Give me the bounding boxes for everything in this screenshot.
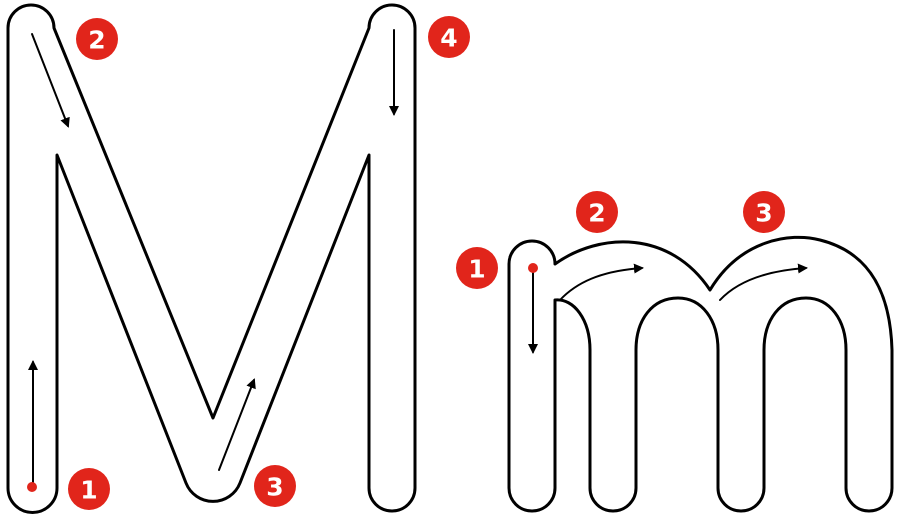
step-number: 3 — [755, 199, 772, 228]
lowercase-m-start-dot — [528, 263, 538, 273]
step-number: 2 — [88, 26, 105, 55]
uppercase-m: 1 2 3 4 — [6, 3, 470, 514]
uppercase-m-stroke2-arrow — [31, 33, 70, 128]
uppercase-m-start-dot — [27, 482, 37, 492]
uppercase-m-step-badge: 3 — [254, 465, 296, 507]
lowercase-m-step-badge: 1 — [456, 247, 498, 289]
lowercase-m-step-badge: 2 — [576, 191, 618, 233]
lowercase-m-stroke2-arrow — [559, 263, 644, 301]
step-number: 4 — [440, 24, 457, 53]
step-number: 1 — [80, 476, 97, 505]
uppercase-m-step-badge: 4 — [428, 16, 470, 58]
lowercase-m: 1 2 3 — [456, 191, 894, 513]
uppercase-m-outline — [6, 3, 417, 514]
uppercase-m-step-badge: 1 — [68, 468, 110, 510]
step-number: 1 — [468, 255, 485, 284]
step-number: 2 — [588, 199, 605, 228]
step-number: 3 — [266, 473, 283, 502]
uppercase-m-step-badge: 2 — [76, 18, 118, 60]
lowercase-m-outline — [507, 235, 894, 513]
lowercase-m-stroke3-arrow — [719, 263, 808, 301]
uppercase-m-stroke3-arrow — [218, 378, 256, 471]
lowercase-m-step-badge: 3 — [743, 191, 785, 233]
